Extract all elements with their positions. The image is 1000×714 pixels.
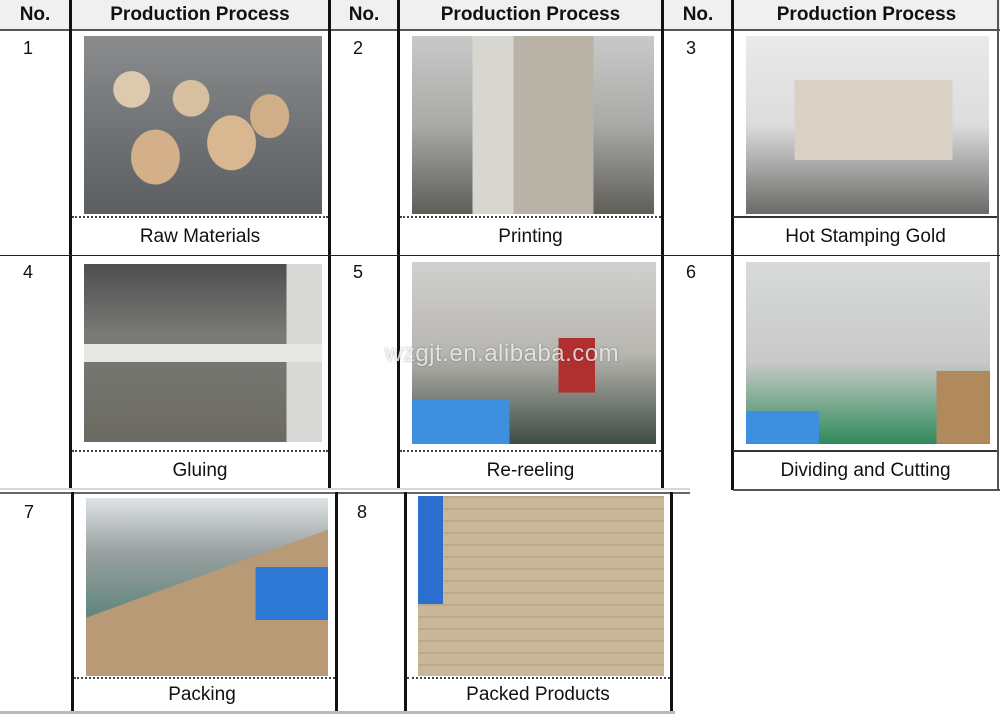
row-divider — [0, 711, 675, 714]
grid-line — [731, 0, 734, 490]
caption-divider — [733, 450, 997, 452]
header-process-1: Production Process — [70, 0, 330, 31]
grid-line — [997, 0, 999, 490]
packing-photo — [86, 498, 328, 676]
caption-divider — [407, 677, 670, 679]
step-caption: Dividing and Cutting — [780, 460, 951, 481]
dividing-cutting-photo — [746, 262, 990, 444]
header-no-3: No. — [663, 0, 733, 31]
table-header: No. Production Process No. Production Pr… — [0, 0, 1000, 33]
step-number: 6 — [685, 262, 696, 282]
header-process-2: Production Process — [398, 0, 663, 31]
row-divider — [0, 255, 1000, 256]
step-caption: Raw Materials — [139, 226, 261, 247]
row-divider — [0, 488, 690, 490]
step-number: 5 — [352, 262, 363, 282]
step-caption: Gluing — [172, 460, 228, 481]
grid-line — [397, 0, 400, 490]
grid-line — [69, 0, 72, 490]
grid-line — [328, 0, 331, 490]
step-caption: Printing — [498, 226, 563, 247]
header-no-1: No. — [0, 0, 70, 31]
step-caption: Packed Products — [466, 684, 610, 705]
step-number: 2 — [352, 38, 363, 58]
caption-divider — [72, 450, 328, 452]
caption-divider — [72, 216, 328, 218]
step-caption: Packing — [168, 684, 236, 705]
step-number: 4 — [22, 262, 33, 282]
grid-line — [661, 0, 664, 490]
packed-products-photo — [418, 496, 664, 676]
hot-stamping-photo — [746, 36, 989, 214]
printing-photo — [412, 36, 654, 214]
gluing-photo — [84, 264, 322, 442]
row-divider — [0, 492, 690, 494]
step-caption: Hot Stamping Gold — [785, 226, 946, 247]
raw-materials-photo — [84, 36, 322, 214]
caption-divider — [733, 216, 997, 218]
caption-divider — [400, 450, 661, 452]
caption-divider — [74, 677, 335, 679]
re-reeling-photo — [412, 262, 656, 444]
step-number: 7 — [23, 502, 34, 522]
step-number: 8 — [356, 502, 367, 522]
grid-line — [71, 492, 74, 714]
grid-line — [335, 492, 338, 714]
row-divider — [733, 489, 1000, 491]
caption-divider — [400, 216, 661, 218]
grid-line — [404, 492, 407, 714]
header-no-2: No. — [330, 0, 398, 31]
step-number: 3 — [685, 38, 696, 58]
header-process-3: Production Process — [733, 0, 1000, 31]
grid-line — [670, 492, 673, 714]
step-number: 1 — [22, 38, 33, 58]
step-caption: Re-reeling — [486, 460, 575, 481]
